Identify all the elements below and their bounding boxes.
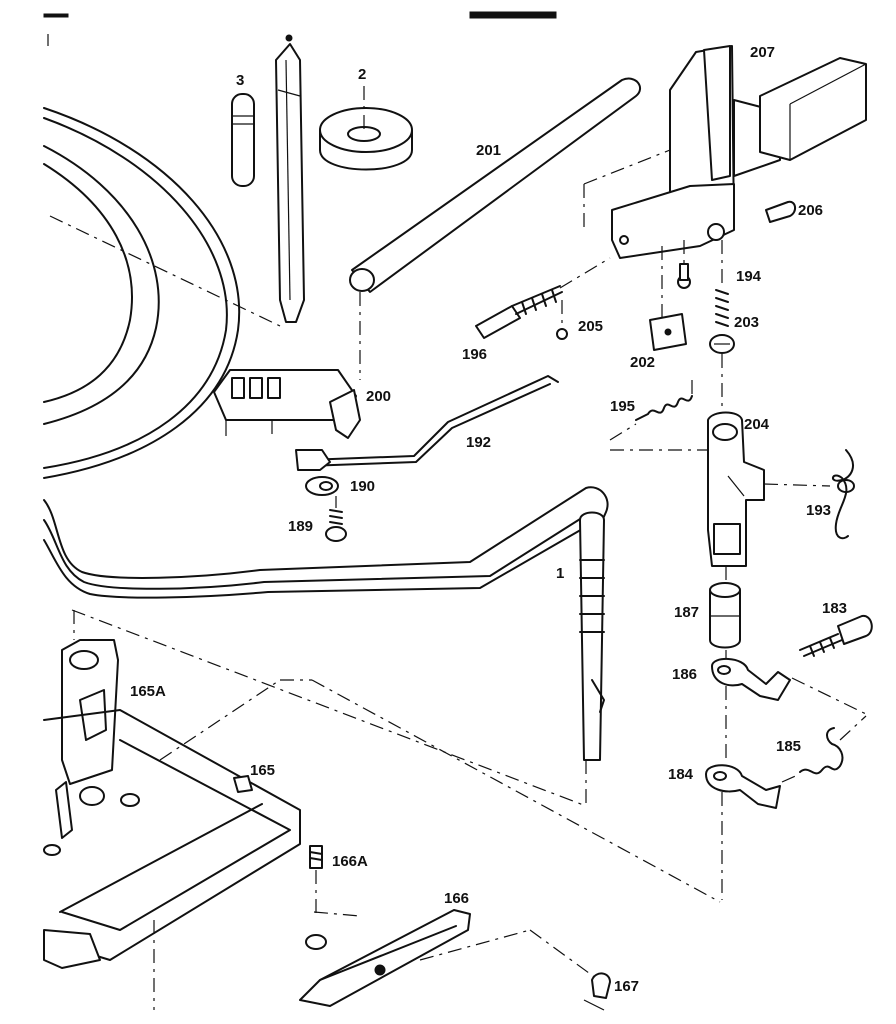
label-183: 183 xyxy=(822,600,847,617)
label-194: 194 xyxy=(736,268,762,285)
label-190: 190 xyxy=(350,478,375,495)
part-2-spacer xyxy=(319,86,413,171)
label-201: 201 xyxy=(476,142,501,159)
label-202: 202 xyxy=(630,354,655,371)
label-186: 186 xyxy=(672,666,697,683)
part-189-screw xyxy=(325,496,347,542)
label-195: 195 xyxy=(610,398,635,415)
part-196-threaded-pin xyxy=(475,257,611,339)
label-3: 3 xyxy=(236,72,244,89)
label-189: 189 xyxy=(288,518,313,535)
part-195-spring xyxy=(609,378,693,441)
part-203-screw xyxy=(709,240,735,410)
label-204: 204 xyxy=(744,416,770,433)
part-202-plate xyxy=(649,246,687,351)
top-edge-marks xyxy=(43,11,557,46)
part-192-rod xyxy=(305,375,559,467)
label-167: 167 xyxy=(614,978,639,995)
part-193-spring-wire xyxy=(832,449,855,540)
label-200: 200 xyxy=(366,388,391,405)
part-201-tonearm-tube xyxy=(349,77,641,380)
label-1: 1 xyxy=(556,565,564,582)
label-196: 196 xyxy=(462,346,487,363)
part-165A-post xyxy=(61,610,119,785)
part-184-lever xyxy=(705,764,781,900)
part-167-clip xyxy=(583,972,611,1011)
part-200-headshell xyxy=(213,369,361,439)
clip-part xyxy=(275,34,305,323)
label-165a: 165A xyxy=(130,683,166,700)
part-labels: 1 2 3 165 165A 166 166A 167 183 184 185 … xyxy=(130,44,847,995)
part-205-nut xyxy=(556,300,568,340)
label-187: 187 xyxy=(674,604,699,621)
part-166A-screw xyxy=(309,845,323,918)
label-165: 165 xyxy=(250,762,275,779)
turntable-platter xyxy=(43,107,241,479)
part-3-pin xyxy=(231,93,255,187)
label-2: 2 xyxy=(358,66,366,83)
part-206-pin xyxy=(765,200,796,223)
part-1-arm-bar xyxy=(43,486,609,761)
label-205: 205 xyxy=(578,318,603,335)
label-203: 203 xyxy=(734,314,759,331)
part-204-bracket xyxy=(610,411,831,567)
label-192: 192 xyxy=(466,434,491,451)
label-193: 193 xyxy=(806,502,831,519)
part-186-lever xyxy=(711,658,867,760)
label-184: 184 xyxy=(668,766,694,783)
label-206: 206 xyxy=(798,202,823,219)
part-207-arm-base xyxy=(583,45,867,259)
label-185: 185 xyxy=(776,738,801,755)
label-166a: 166A xyxy=(332,853,368,870)
part-190-clip xyxy=(295,449,339,496)
part-183-screw xyxy=(799,614,873,657)
part-165-tab xyxy=(233,775,253,793)
base-plate xyxy=(43,709,301,969)
base-leaders xyxy=(49,215,721,903)
part-185-spring xyxy=(781,715,867,783)
part-194-screw xyxy=(677,240,691,289)
part-166-slider xyxy=(153,909,605,1010)
label-166: 166 xyxy=(444,890,469,907)
label-207: 207 xyxy=(750,44,775,61)
part-187-bushing xyxy=(709,566,741,666)
